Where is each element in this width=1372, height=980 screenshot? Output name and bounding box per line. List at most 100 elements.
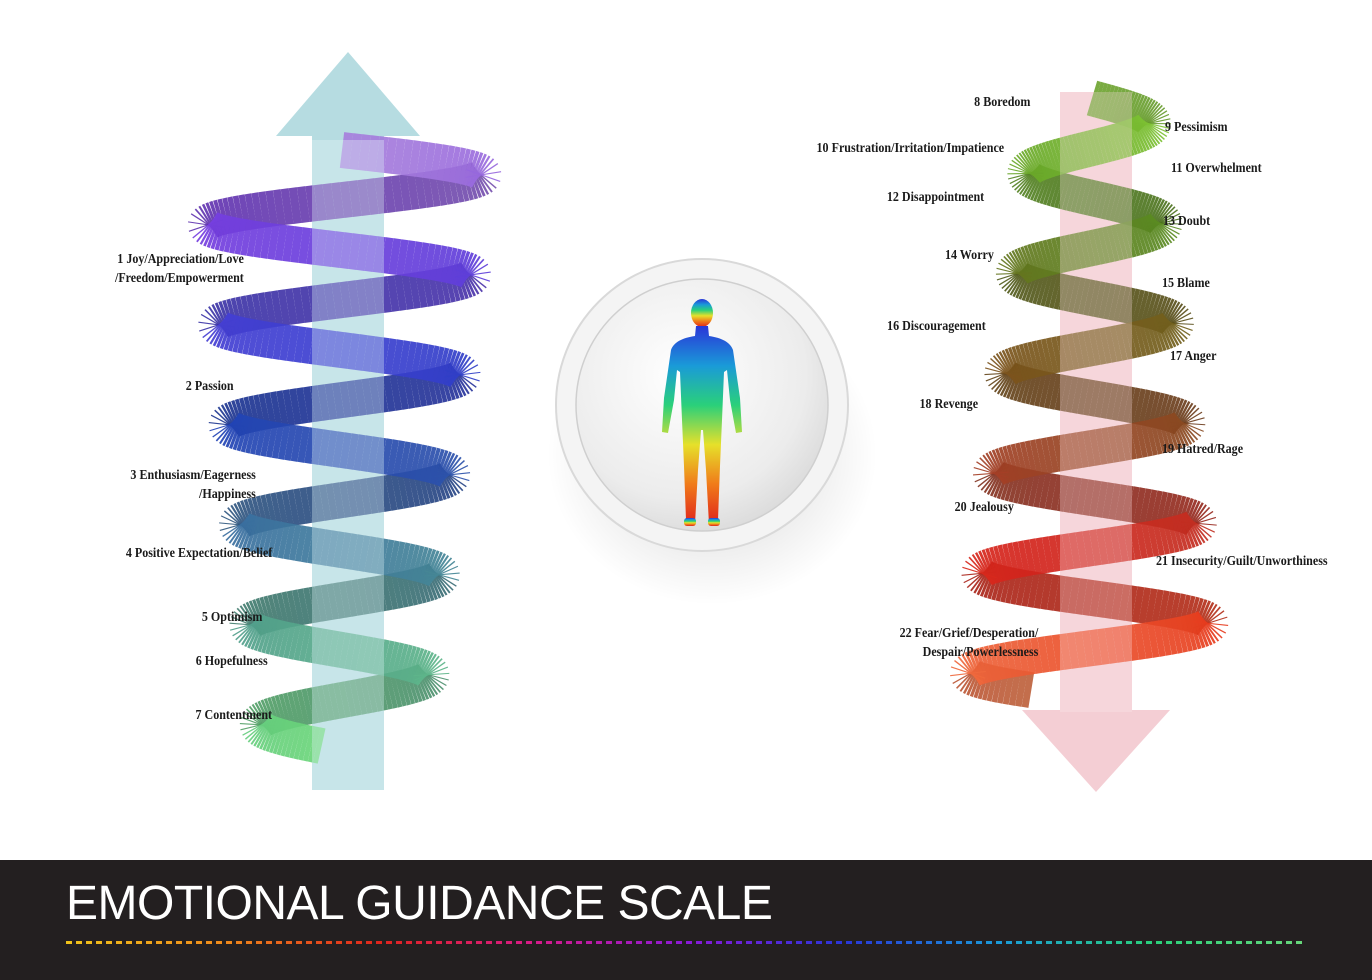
right-label-16: 16 Discouragement <box>887 317 986 336</box>
divider-dash <box>1246 941 1252 944</box>
divider-dash <box>1106 941 1112 944</box>
divider-dash <box>126 941 132 944</box>
right-label-17: 17 Anger <box>1170 347 1216 366</box>
divider-dash <box>736 941 742 944</box>
divider-dash <box>496 941 502 944</box>
right-label-22-line: 22 Fear/Grief/Desperation/ <box>899 626 1038 641</box>
divider-dash <box>846 941 852 944</box>
divider-dash <box>716 941 722 944</box>
divider-dash <box>386 941 392 944</box>
divider-dash <box>1166 941 1172 944</box>
right-label-11: 11 Overwhelment <box>1171 159 1262 178</box>
right-helix-front <box>950 114 1229 686</box>
divider-dash <box>486 941 492 944</box>
divider-dash <box>526 941 532 944</box>
right-label-19: 19 Hatred/Rage <box>1162 440 1243 459</box>
divider-dash <box>1136 941 1142 944</box>
divider-dash <box>146 941 152 944</box>
divider-dash <box>786 941 792 944</box>
divider-dash <box>896 941 902 944</box>
diagram-stage: 1 Joy/Appreciation/Love/Freedom/Empowerm… <box>115 52 1328 792</box>
divider-dash <box>1256 941 1262 944</box>
divider-dash <box>66 941 72 944</box>
right-label-22: 22 Fear/Grief/Desperation/Despair/Powerl… <box>899 624 1038 662</box>
divider-dash <box>886 941 892 944</box>
divider-dash <box>646 941 652 944</box>
left-label-2-line: 2 Passion <box>186 379 234 394</box>
divider-dash <box>666 941 672 944</box>
divider-dash <box>356 941 362 944</box>
right-label-22-line: Despair/Powerlessness <box>922 645 1038 660</box>
divider-dash <box>406 941 412 944</box>
left-label-3-line: 3 Enthusiasm/Eagerness <box>130 468 256 483</box>
center-disc <box>547 258 877 605</box>
divider-dash <box>196 941 202 944</box>
divider-dash <box>1066 941 1072 944</box>
divider-dash <box>866 941 872 944</box>
divider-dash <box>746 941 752 944</box>
left-label-5: 5 Optimism <box>201 608 262 627</box>
right-label-9: 9 Pessimism <box>1165 118 1228 137</box>
footer-banner: EMOTIONAL GUIDANCE SCALE <box>0 860 1372 980</box>
right-label-10: 10 Frustration/Irritation/Impatience <box>816 139 1004 158</box>
divider-dash <box>1266 941 1272 944</box>
divider-dash <box>1176 941 1182 944</box>
right-label-8: 8 Boredom <box>974 93 1030 112</box>
divider-dash <box>796 941 802 944</box>
divider-dash <box>246 941 252 944</box>
right-label-21-line: 21 Insecurity/Guilt/Unworthiness <box>1156 554 1328 569</box>
divider-dash <box>656 941 662 944</box>
right-label-12: 12 Disappointment <box>887 188 984 207</box>
divider-dash <box>566 941 572 944</box>
divider-dash <box>346 941 352 944</box>
divider-dash <box>316 941 322 944</box>
right-label-20-line: 20 Jealousy <box>954 500 1014 515</box>
right-label-13: 13 Doubt <box>1163 212 1210 231</box>
divider-dash <box>696 941 702 944</box>
divider-dash <box>296 941 302 944</box>
divider-dash <box>836 941 842 944</box>
left-label-4-line: 4 Positive Expectation/Belief <box>125 546 272 561</box>
divider-dash <box>276 941 282 944</box>
divider-dash <box>606 941 612 944</box>
down-arrow-overlay <box>1060 92 1132 712</box>
up-arrow-overlay <box>312 140 384 790</box>
divider-dash <box>466 941 472 944</box>
divider-dash <box>176 941 182 944</box>
divider-dash <box>676 941 682 944</box>
divider-dash <box>626 941 632 944</box>
divider-dash <box>1026 941 1032 944</box>
divider-dash <box>1276 941 1282 944</box>
divider-dash <box>856 941 862 944</box>
divider-dash <box>966 941 972 944</box>
right-label-12-line: 12 Disappointment <box>886 190 984 205</box>
divider-dash <box>216 941 222 944</box>
divider-dash <box>86 941 92 944</box>
divider-dash <box>976 941 982 944</box>
left-label-1: 1 Joy/Appreciation/Love/Freedom/Empowerm… <box>115 250 244 288</box>
left-helix-front <box>192 132 502 764</box>
divider-dash <box>116 941 122 944</box>
divider-dash <box>1006 941 1012 944</box>
divider-dash <box>1096 941 1102 944</box>
divider-dash <box>426 941 432 944</box>
divider-dash <box>506 941 512 944</box>
divider-dash <box>926 941 932 944</box>
divider-dash <box>686 941 692 944</box>
divider-dash <box>376 941 382 944</box>
left-label-1-line: /Freedom/Empowerment <box>115 271 244 286</box>
divider-dash <box>1016 941 1022 944</box>
divider-dash <box>1076 941 1082 944</box>
left-label-7-line: 7 Contentment <box>195 708 272 723</box>
divider-dash <box>1236 941 1242 944</box>
divider-dash <box>636 941 642 944</box>
divider-dash <box>156 941 162 944</box>
divider-dash <box>726 941 732 944</box>
divider-dash <box>476 941 482 944</box>
right-label-13-line: 13 Doubt <box>1163 214 1211 229</box>
divider-dash <box>96 941 102 944</box>
divider-dash <box>816 941 822 944</box>
divider-dash <box>456 941 462 944</box>
divider-dash <box>556 941 562 944</box>
divider-dash <box>206 941 212 944</box>
